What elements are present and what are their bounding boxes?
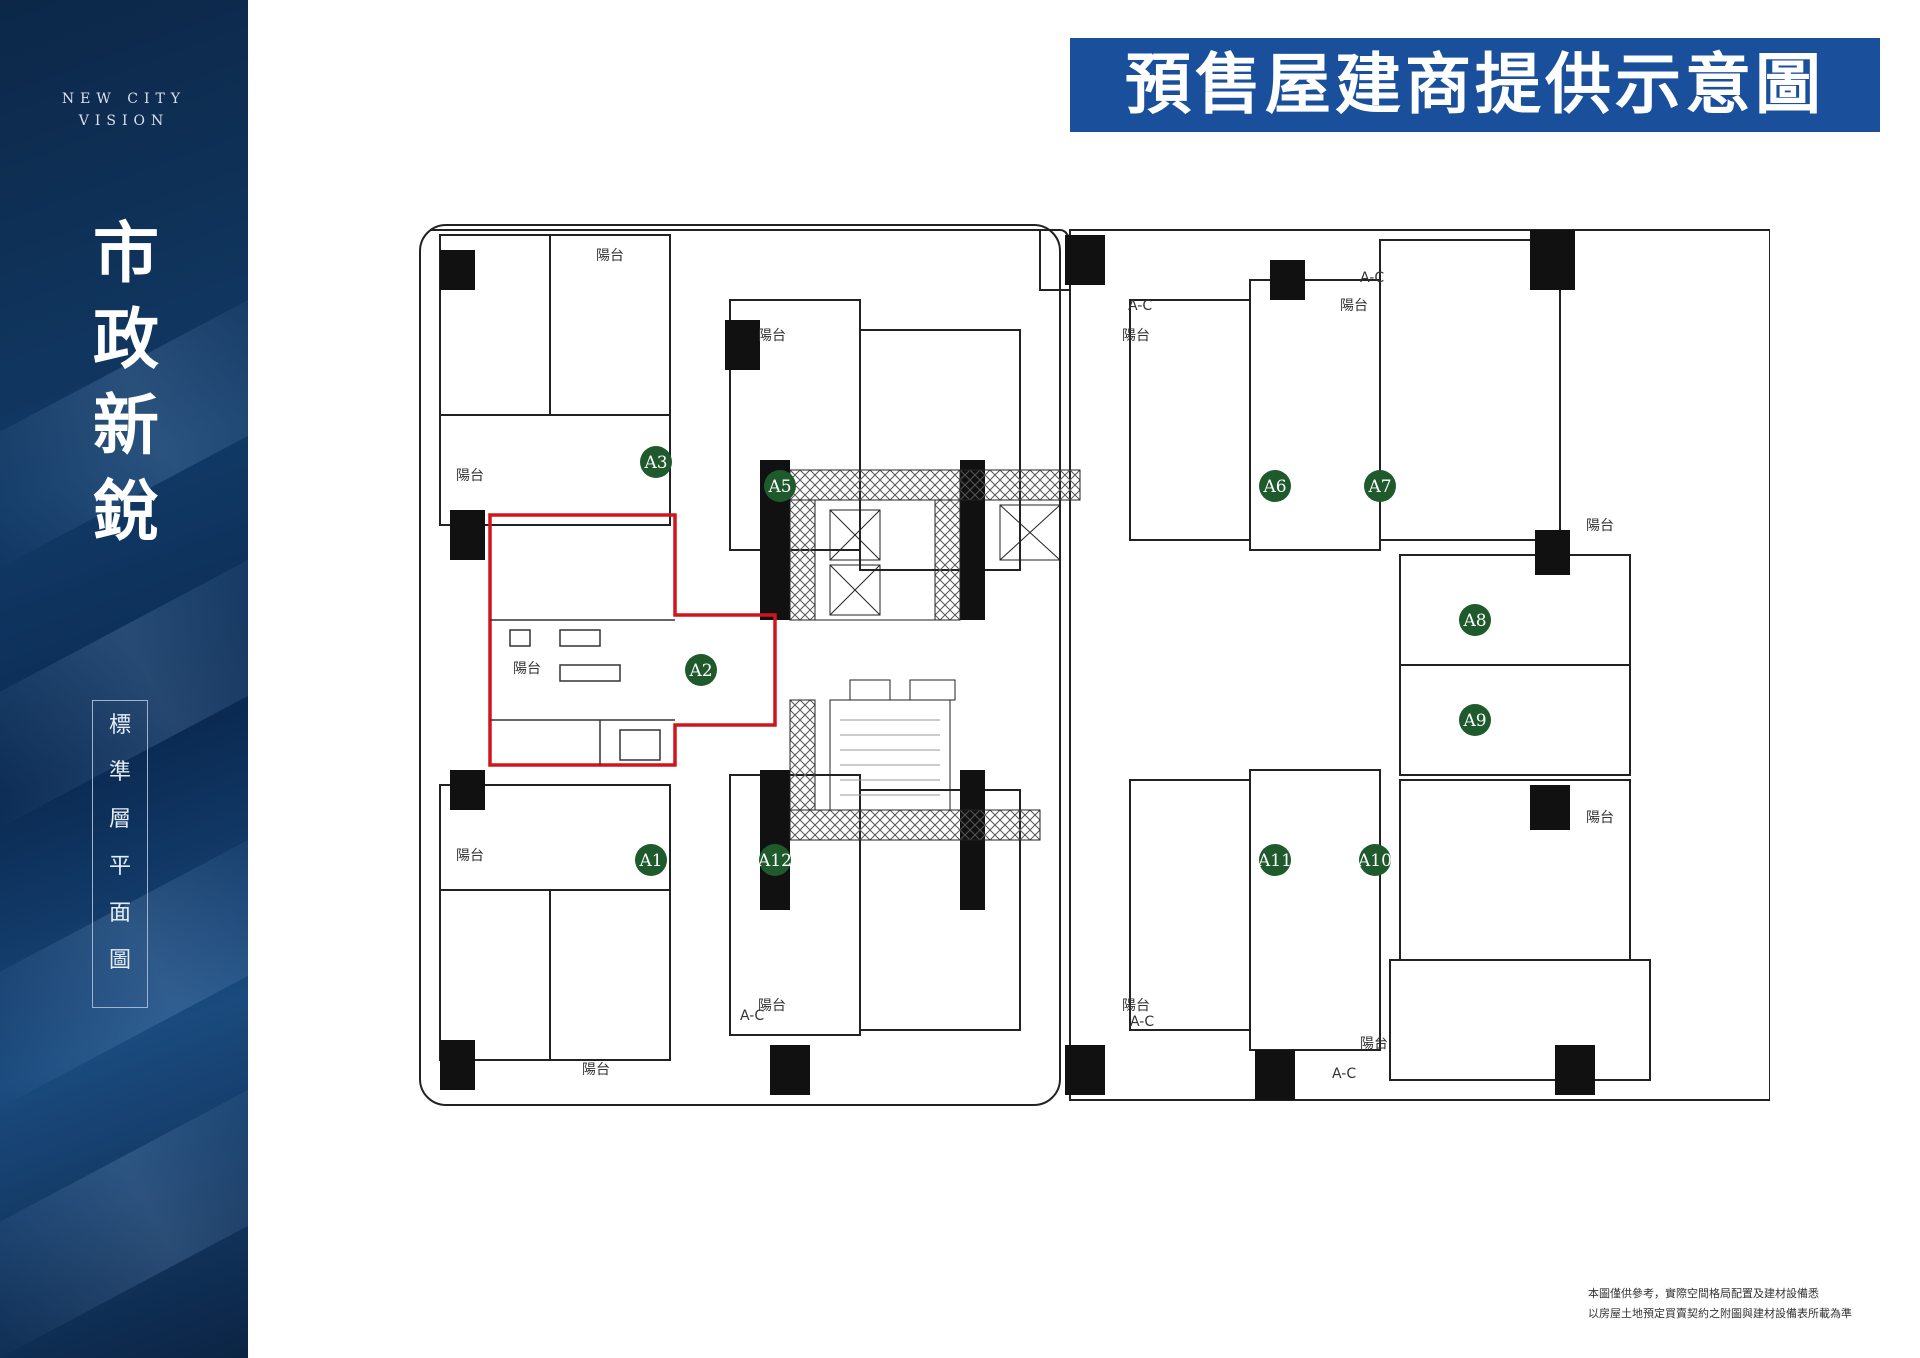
unit-a8-rooms bbox=[1399, 554, 1631, 666]
building-outline-left bbox=[419, 224, 1061, 1106]
unit-label-a10: A10 bbox=[1357, 851, 1392, 871]
ac-label: A-C bbox=[1360, 270, 1384, 286]
balcony-label: 陽台 bbox=[1586, 518, 1614, 534]
unit-marker-a2 bbox=[685, 654, 717, 686]
unit-marker-a7 bbox=[1364, 470, 1396, 502]
unit-marker-a3 bbox=[640, 446, 672, 478]
unit-marker-a1 bbox=[635, 844, 667, 876]
ac-label: A-C bbox=[1332, 1066, 1356, 1082]
unit-a10-rooms bbox=[1249, 769, 1381, 1051]
balcony-label: 陽台 bbox=[758, 328, 786, 344]
unit-a9-rooms bbox=[1399, 664, 1631, 776]
unit-label-a2: A2 bbox=[688, 661, 712, 681]
balcony-label: 陽台 bbox=[758, 998, 786, 1014]
unit-marker-a8 bbox=[1459, 604, 1491, 636]
balcony-label: 陽台 bbox=[456, 848, 484, 864]
building-outline-top-left bbox=[430, 229, 1071, 291]
ac-label: A-C bbox=[740, 1008, 764, 1024]
project-name: 市政新銳 bbox=[93, 214, 159, 550]
unit-marker-a5 bbox=[764, 470, 796, 502]
disclaimer-line2: 以房屋土地預定買賣契約之附圖與建材設備表所載為準 bbox=[1588, 1307, 1852, 1320]
plan-title-char: 準 bbox=[108, 760, 131, 785]
building-outline-right bbox=[1069, 229, 1770, 1101]
unit-label-a7: A7 bbox=[1367, 477, 1391, 497]
plan-title-char: 面 bbox=[108, 901, 131, 926]
ac-label: A-C bbox=[1130, 1014, 1154, 1030]
balcony-label: 陽台 bbox=[1122, 998, 1150, 1014]
balcony-label: 陽台 bbox=[1122, 328, 1150, 344]
building-core bbox=[789, 469, 1081, 841]
unit-label-a5: A5 bbox=[767, 477, 791, 497]
unit-a1-bedrooms bbox=[439, 889, 671, 1061]
unit-marker-a10 bbox=[1359, 844, 1391, 876]
unit-label-a12: A12 bbox=[757, 851, 792, 871]
unit-label-a11: A11 bbox=[1257, 851, 1292, 871]
sidebar-panel: NEW CITY VISION 市政新銳 標 準 層 平 面 圖 bbox=[0, 0, 248, 1358]
plan-title-char: 層 bbox=[108, 807, 131, 832]
balcony-label: 陽台 bbox=[513, 661, 541, 677]
unit-a3-living bbox=[439, 414, 671, 526]
plan-title-box: 標 準 層 平 面 圖 bbox=[92, 700, 148, 1008]
unit-a7-rooms bbox=[1249, 279, 1381, 551]
floor-plan-diagram: 陽台 陽台 陽台 陽台 陽台 陽台 陽台 陽台 陽台 陽台 陽台 陽台 陽台 A… bbox=[419, 224, 1770, 1106]
brand-english-line2: VISION bbox=[78, 113, 170, 129]
unit-marker-a12 bbox=[759, 844, 791, 876]
unit-label-a6: A6 bbox=[1262, 477, 1286, 497]
unit-a2-highlight-outline bbox=[488, 513, 777, 767]
banner-title: 預售屋建商提供示意圖 bbox=[1070, 38, 1880, 132]
unit-a11-rooms bbox=[1129, 779, 1251, 1031]
unit-marker-a6 bbox=[1259, 470, 1291, 502]
balcony-label: 陽台 bbox=[582, 1062, 610, 1078]
unit-label-a3: A3 bbox=[643, 453, 667, 473]
brand-english-line1: NEW CITY bbox=[61, 91, 187, 107]
balcony-label: 陽台 bbox=[1586, 810, 1614, 826]
plan-title-char: 標 bbox=[108, 713, 131, 738]
disclaimer: 本圖僅供參考，實際空間格局配置及建材設備悉 以房屋土地預定買賣契約之附圖與建材設… bbox=[1588, 1284, 1852, 1324]
unit-label-a1: A1 bbox=[638, 851, 662, 871]
unit-label-a9: A9 bbox=[1462, 711, 1486, 731]
plan-title-char: 平 bbox=[108, 854, 131, 879]
balcony-label: 陽台 bbox=[1340, 298, 1368, 314]
unit-marker-a11 bbox=[1259, 844, 1291, 876]
balcony-label: 陽台 bbox=[596, 248, 624, 264]
unit-label-a8: A8 bbox=[1462, 611, 1486, 631]
ac-label: A-C bbox=[1128, 298, 1152, 314]
plan-title-char: 圖 bbox=[108, 948, 131, 973]
disclaimer-line1: 本圖僅供參考，實際空間格局配置及建材設備悉 bbox=[1588, 1287, 1819, 1300]
balcony-label: 陽台 bbox=[1360, 1036, 1388, 1052]
unit-marker-a9 bbox=[1459, 704, 1491, 736]
unit-a1-living bbox=[439, 784, 671, 891]
balcony-label: 陽台 bbox=[456, 468, 484, 484]
